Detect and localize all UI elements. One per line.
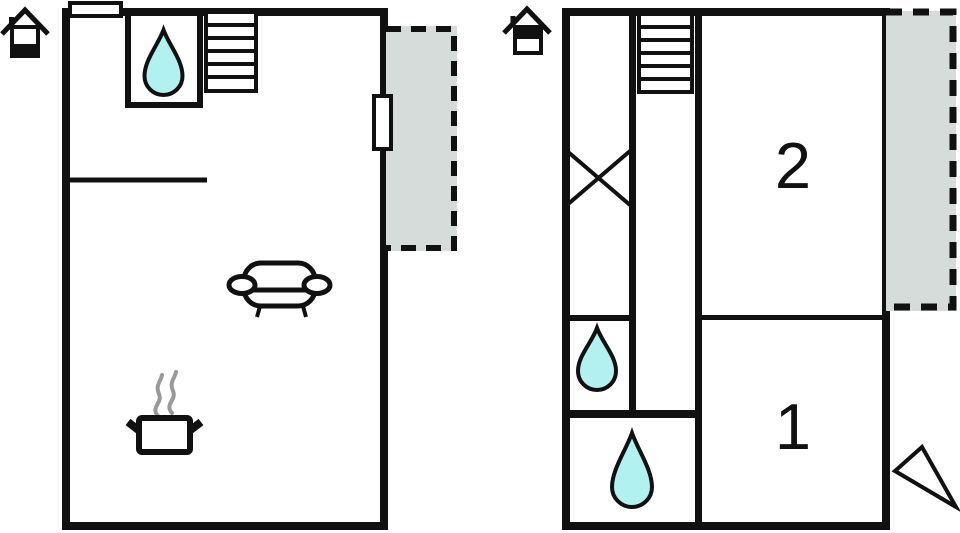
outer-wall (62, 8, 388, 530)
pot-body (136, 415, 193, 455)
cross-line (565, 149, 632, 207)
first-floor-plan: 2 1 (502, 5, 960, 530)
terrace-border (386, 26, 457, 251)
chimney-icon (68, 1, 123, 18)
interior-wall (566, 410, 702, 418)
wardrobe-cross-icon (565, 149, 632, 207)
bedroom-2-label: 2 (775, 129, 811, 202)
staircase-icon (204, 10, 258, 93)
water-drop-icon (142, 24, 185, 97)
outer-wall (562, 8, 890, 530)
interior-wall (566, 315, 636, 321)
ground-floor-plan (0, 1, 457, 530)
interior-wall (696, 315, 886, 320)
bedroom-1-label: 1 (775, 390, 811, 463)
steam-icon (167, 370, 178, 415)
cooking-pot-icon (125, 370, 204, 455)
terrace-area (886, 11, 956, 311)
interior-wall (629, 12, 636, 414)
sofa-armrest (301, 274, 333, 296)
staircase-icon (637, 12, 694, 94)
steam-icon (153, 373, 164, 418)
sofa-armrest (226, 274, 258, 296)
north-arrow-icon (891, 443, 960, 512)
water-drop-icon (609, 426, 655, 509)
house-level-marker (513, 26, 543, 39)
terrace-border (886, 8, 957, 311)
house-level-ground-icon (0, 6, 50, 58)
house-level-upper-icon (502, 5, 552, 55)
window-icon (372, 94, 393, 151)
sofa-icon (226, 260, 333, 318)
terrace-area (386, 26, 457, 251)
water-drop-icon (575, 322, 619, 392)
house-level-marker (10, 44, 40, 58)
interior-wall (695, 12, 702, 526)
